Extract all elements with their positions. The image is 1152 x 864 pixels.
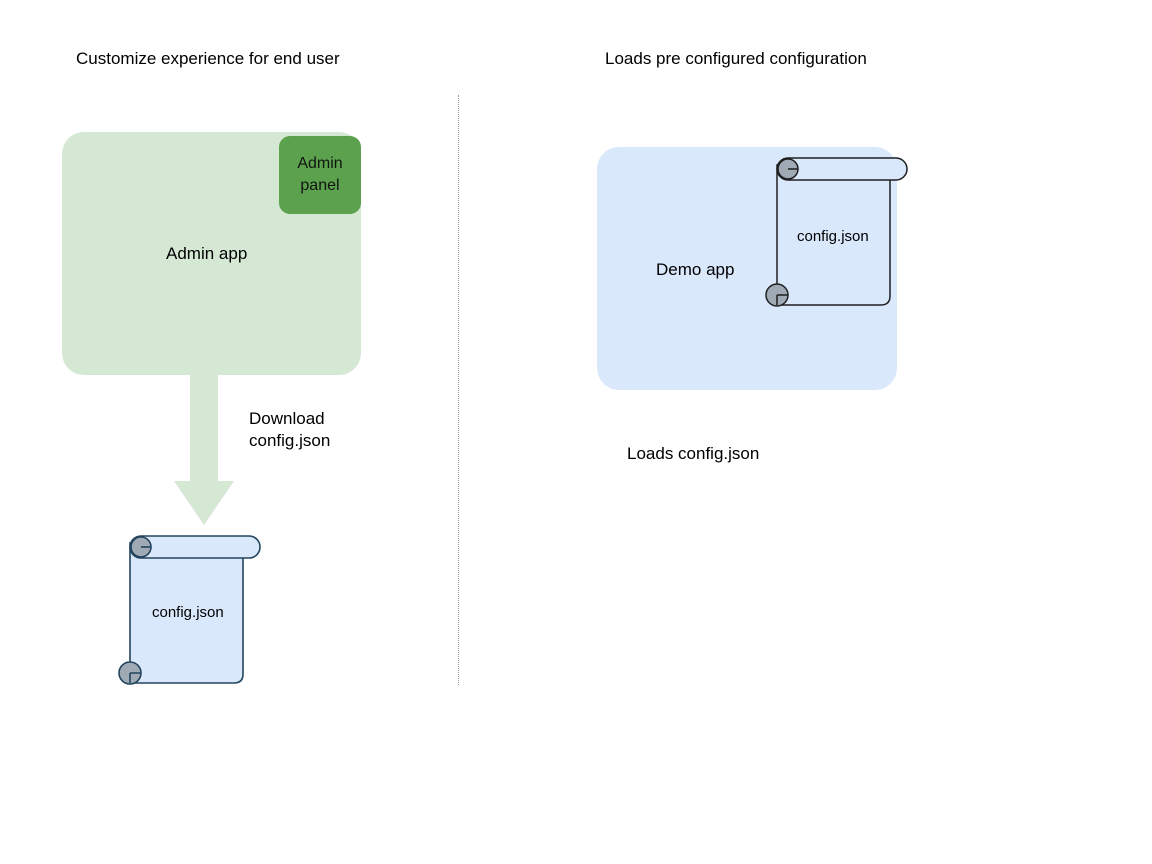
demo-app-label: Demo app — [656, 260, 735, 279]
download-edge-label-line1: Download — [249, 409, 325, 428]
document-bottom-roll-notch — [776, 294, 788, 305]
config-json-label-left: config.json — [152, 604, 224, 621]
download-edge-label-line2: config.json — [249, 431, 331, 450]
config-json-document-right — [765, 153, 912, 313]
document-bottom-roll-notch — [129, 672, 141, 683]
admin-panel-label-line1: Admin — [297, 155, 343, 172]
config-json-document-left — [118, 531, 265, 691]
admin-panel-badge[interactable]: Admin panel — [279, 136, 361, 214]
download-edge-label: Download config.json — [249, 408, 330, 452]
admin-app-label: Admin app — [166, 244, 248, 263]
document-top-roll — [776, 157, 908, 181]
document-body — [129, 542, 244, 684]
document-top-roll — [129, 535, 261, 559]
download-arrow — [174, 373, 234, 529]
admin-panel-label-line2: panel — [300, 177, 340, 194]
arrow-shape — [174, 373, 234, 525]
right-column-title: Loads pre configured configuration — [605, 49, 867, 68]
config-json-label-right: config.json — [797, 228, 869, 245]
column-divider — [458, 95, 459, 685]
loads-config-caption: Loads config.json — [627, 444, 760, 463]
document-body — [776, 164, 891, 306]
left-column-title: Customize experience for end user — [76, 49, 340, 68]
